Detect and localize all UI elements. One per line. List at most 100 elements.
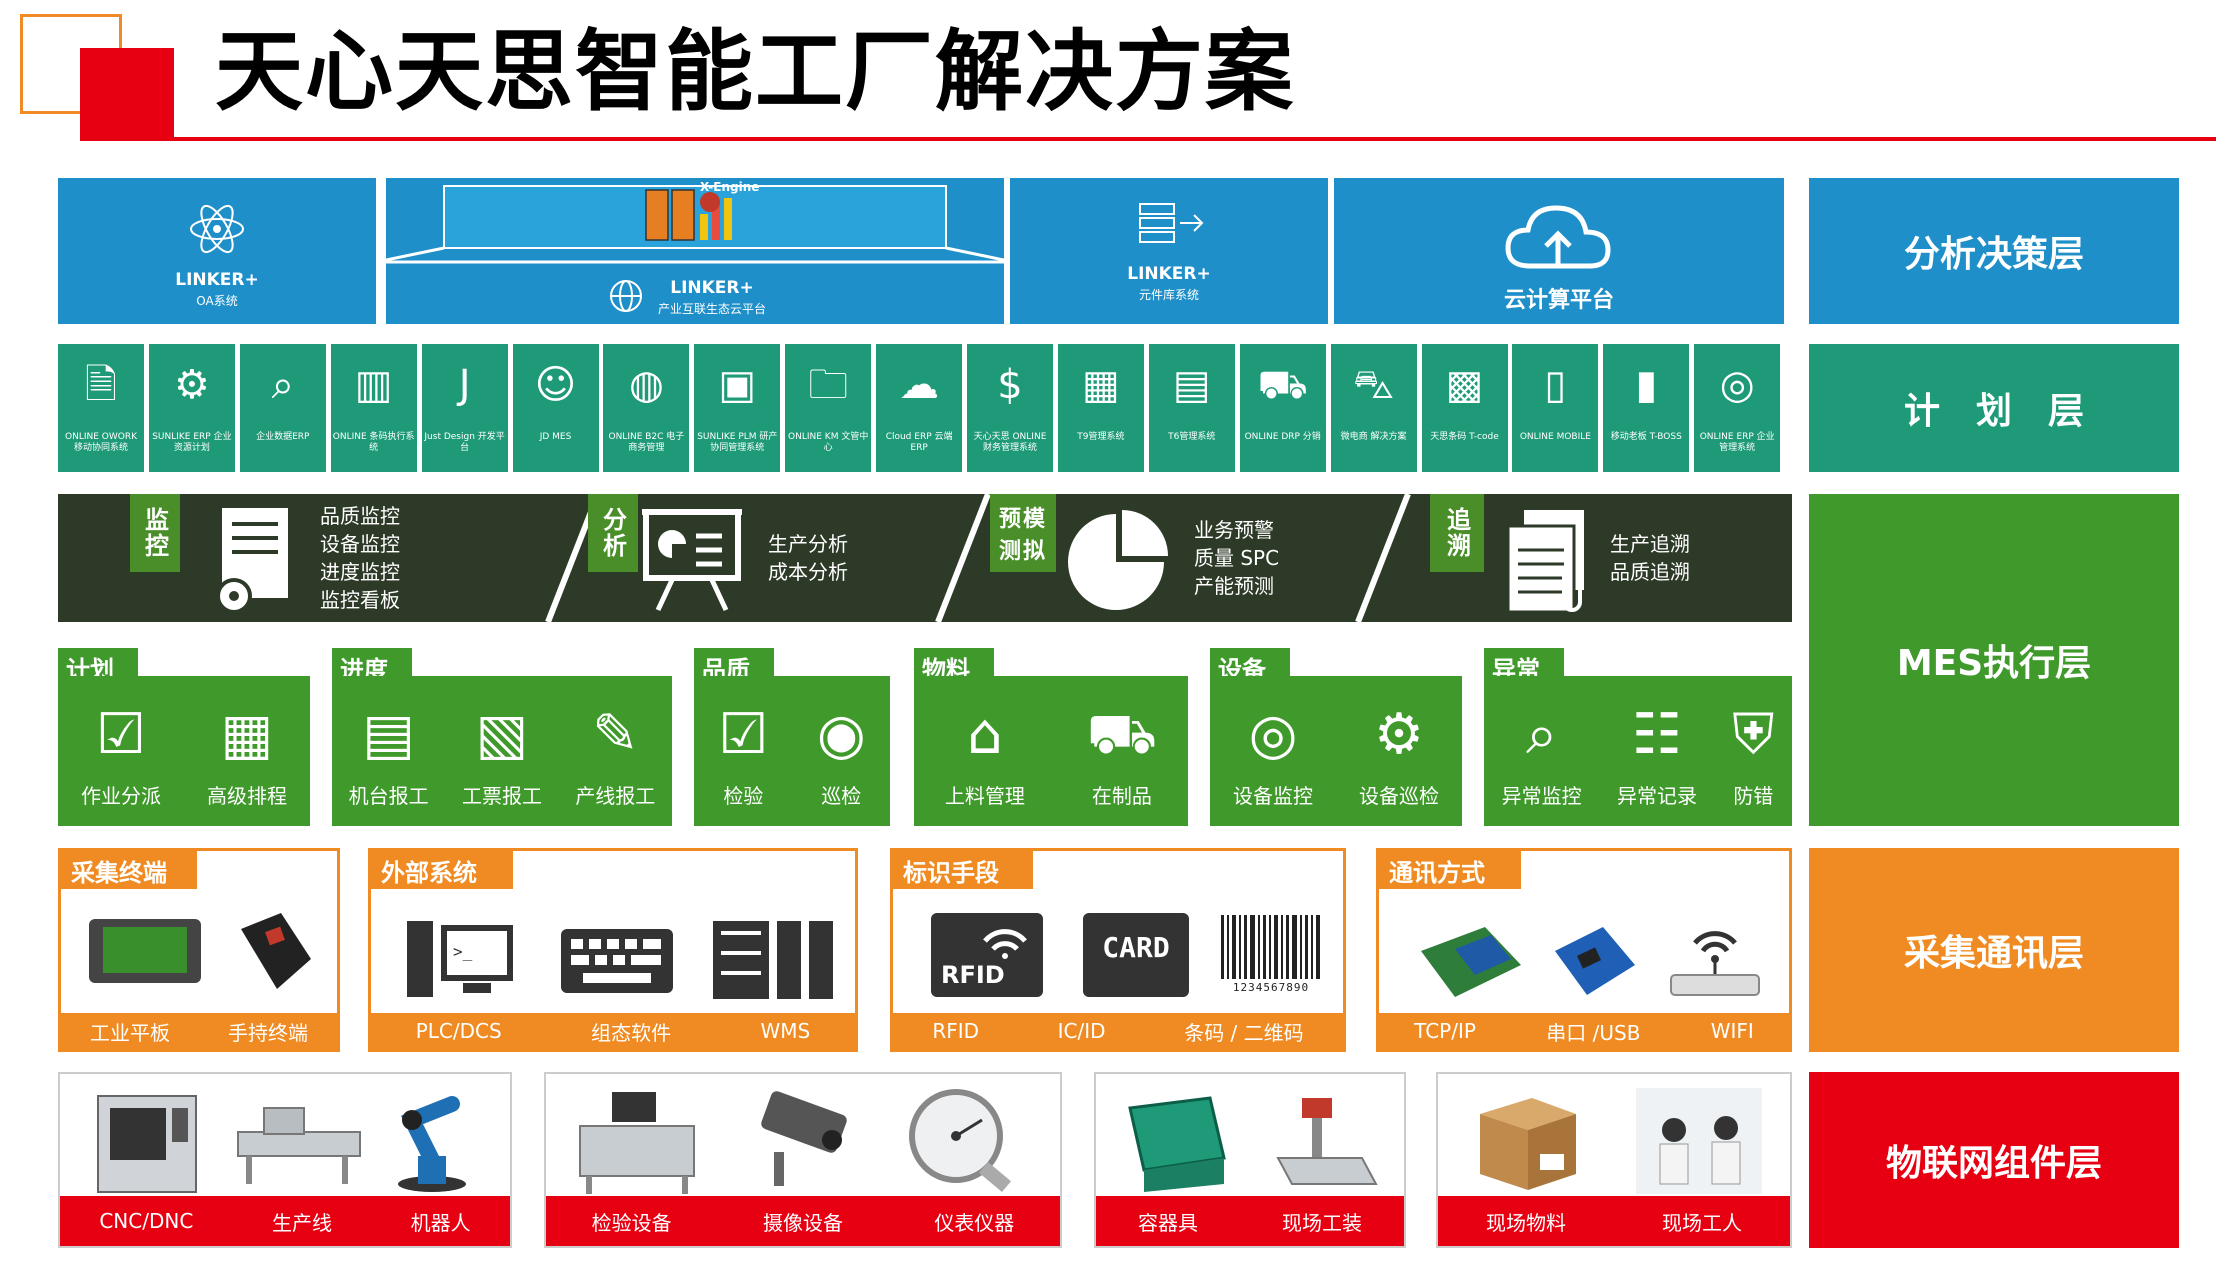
folder-search-icon: 🗀 — [808, 362, 849, 408]
document-icon: 🗎 — [84, 362, 118, 408]
plan-tile-label: 微电商 解决方案 — [1340, 432, 1407, 442]
trace-item: 品质追溯 — [1610, 560, 1690, 584]
ticket-report-icon: ▧ — [475, 702, 529, 767]
schedule-icon: ▦ — [220, 702, 274, 767]
mes-module-item: ◉巡检 — [817, 696, 866, 809]
analysis-item: 成本分析 — [768, 560, 848, 584]
item-label: 机器人 — [410, 1210, 471, 1235]
item-label: 生产线 — [271, 1210, 332, 1235]
component-sub: 元件库系统 — [1138, 288, 1199, 302]
plan-tile-label: ONLINE MOBILE — [1519, 432, 1591, 442]
item-label: 条码 / 二维码 — [1184, 1020, 1304, 1045]
plan-tile-label: T6管理系统 — [1168, 432, 1216, 442]
module-title: 标识手段 — [893, 851, 1033, 889]
item-label: CNC/DNC — [99, 1209, 194, 1233]
mes-module-item-label: 设备监控 — [1233, 784, 1313, 808]
globe-cart-icon: ◍ — [628, 362, 664, 408]
plan-tile: ▦T9管理系统 — [1057, 344, 1144, 472]
mes-module-item: ⌂上料管理 — [945, 696, 1025, 809]
analysis-list: 生产分析 成本分析 — [768, 530, 848, 586]
monitor-item: 监控看板 — [320, 588, 400, 612]
mes-module-item: ☷异常记录 — [1617, 696, 1697, 809]
plan-tile-label: ONLINE OWORK 移动协同系统 — [65, 432, 137, 453]
plan-tile-label: 天思条码 T-code — [1430, 432, 1499, 442]
iot-module-tooling: 容器具 现场工装 — [1094, 1072, 1406, 1248]
mes-module-item-label: 设备巡检 — [1359, 784, 1439, 808]
workers-icon — [1634, 1086, 1764, 1200]
plan-tile: ▣SUNLIKE PLM 研产协同管理系统 — [694, 344, 781, 472]
mes-module-item-label: 异常记录 — [1616, 784, 1697, 808]
iot-module-production: CNC/DNC 生产线 机器人 — [58, 1072, 512, 1248]
item-label: 现场工人 — [1662, 1210, 1742, 1235]
plan-tile: ⚙SUNLIKE ERP 企业资源计划 — [148, 344, 235, 472]
module-footer: PLC/DCS 组态软件 WMS — [371, 1013, 855, 1049]
platform-stage — [386, 178, 1004, 264]
globe-icon: ◎ — [1719, 362, 1755, 408]
mes-module-item: ⌕异常监控 — [1502, 696, 1582, 809]
gear-icon: ⚙ — [173, 362, 210, 408]
cloud-label: 云计算平台 — [1503, 288, 1614, 313]
module-footer: 工业平板 手持终端 — [61, 1013, 337, 1049]
component-library-box: LINKER+ 元件库系统 — [1010, 178, 1328, 324]
robot-arm-icon — [378, 1086, 488, 1200]
monitor-item: 设备监控 — [320, 532, 400, 556]
layer-mes: MES执行层 — [1809, 494, 2179, 826]
wifi-router-icon — [1665, 917, 1765, 1007]
mes-module-item-label: 工票报工 — [461, 784, 542, 808]
handheld-terminal-icon — [221, 909, 321, 993]
device-monitor-icon: ◎ — [1248, 702, 1298, 767]
plan-tile: 🗎 ONLINE OWORK 移动协同系统 — [58, 344, 144, 472]
cloud-platform-box: 云计算平台 — [1334, 178, 1784, 324]
monitor-item: 进度监控 — [320, 560, 400, 584]
plan-tile-label: ONLINE 条码执行系统 — [332, 432, 415, 453]
xengine-label: X-Engine — [700, 180, 760, 194]
mes-module-item: ⛟在制品 — [1087, 696, 1157, 809]
predict-list: 业务预警 质量 SPC 产能预测 — [1194, 516, 1279, 600]
plan-tile: ◎ ONLINE ERP 企业管理系统 — [1694, 344, 1781, 472]
barcode-digits: 1234567890 — [1232, 981, 1310, 994]
plan-tile-label: ONLINE DRP 分销 — [1244, 432, 1321, 442]
layer-collect: 采集通讯层 — [1809, 848, 2179, 1052]
module-footer: TCP/IP 串口 /USB WIFI — [1379, 1013, 1789, 1049]
plan-tile-label: ONLINE ERP 企业管理系统 — [1699, 432, 1775, 453]
gauge-icon — [906, 1086, 1016, 1200]
mes-module-item: ▤机台报工 — [349, 696, 429, 809]
dark-label-trace: 追溯 — [1430, 494, 1484, 572]
monitor-doc-icon — [212, 504, 296, 614]
item-label: 仪表仪器 — [934, 1210, 1015, 1235]
plan-tile-label: SUNLIKE PLM 研产协同管理系统 — [697, 432, 778, 453]
money-icon: $ — [997, 362, 1023, 408]
search-icon: ⌕ — [271, 362, 294, 408]
mes-module-item-label: 异常监控 — [1501, 784, 1582, 808]
plan-tile-label: Cloud ERP 云端ERP — [885, 432, 953, 453]
iot-module-inspection: 检验设备 摄像设备 仪表仪器 — [544, 1072, 1062, 1248]
plan-tile: ◍ONLINE B2C 电子商务管理 — [603, 344, 690, 472]
report-icon: ▤ — [1172, 362, 1211, 408]
rfid-card-icon: RFID — [931, 913, 1043, 997]
predict-item: 产能预测 — [1194, 574, 1274, 598]
dark-label-predict: 预模测拟 — [990, 494, 1056, 572]
atom-icon — [190, 204, 244, 254]
warehouse-rack-icon — [711, 917, 837, 1007]
mes-module-item-label: 在制品 — [1091, 784, 1152, 808]
mes-module: ⌂上料管理 ⛟在制品 — [914, 676, 1188, 826]
mes-module-item-label: 防错 — [1733, 784, 1774, 808]
plan-tile: ▤ T6管理系统 — [1148, 344, 1235, 472]
cart-hand-icon: ⛟ — [1257, 362, 1308, 408]
mes-module-item: ✎产线报工 — [575, 696, 655, 809]
warehouse-icon: ⌂ — [967, 702, 1003, 767]
plan-tile: ▥ONLINE 条码执行系统 — [330, 344, 417, 472]
layer-analysis: 分析决策层 — [1809, 178, 2179, 324]
plan-tile: ☺JD MES — [512, 344, 599, 472]
module-footer: 现场物料 现场工人 — [1438, 1196, 1790, 1246]
plan-tile: $天心天思 ONLINE 财务管理系统 — [967, 344, 1053, 472]
mes-module-item: ⛨防错 — [1732, 696, 1774, 809]
mes-module-item-label: 巡检 — [821, 784, 862, 808]
plan-tile: ⛍微电商 解决方案 — [1330, 344, 1417, 472]
item-label: WIFI — [1710, 1019, 1754, 1043]
module-footer: 检验设备 摄像设备 仪表仪器 — [546, 1196, 1060, 1246]
mes-module-item: ☑检验 — [718, 696, 768, 809]
server-chart-icon — [645, 189, 732, 241]
item-label: RFID — [932, 1019, 980, 1043]
